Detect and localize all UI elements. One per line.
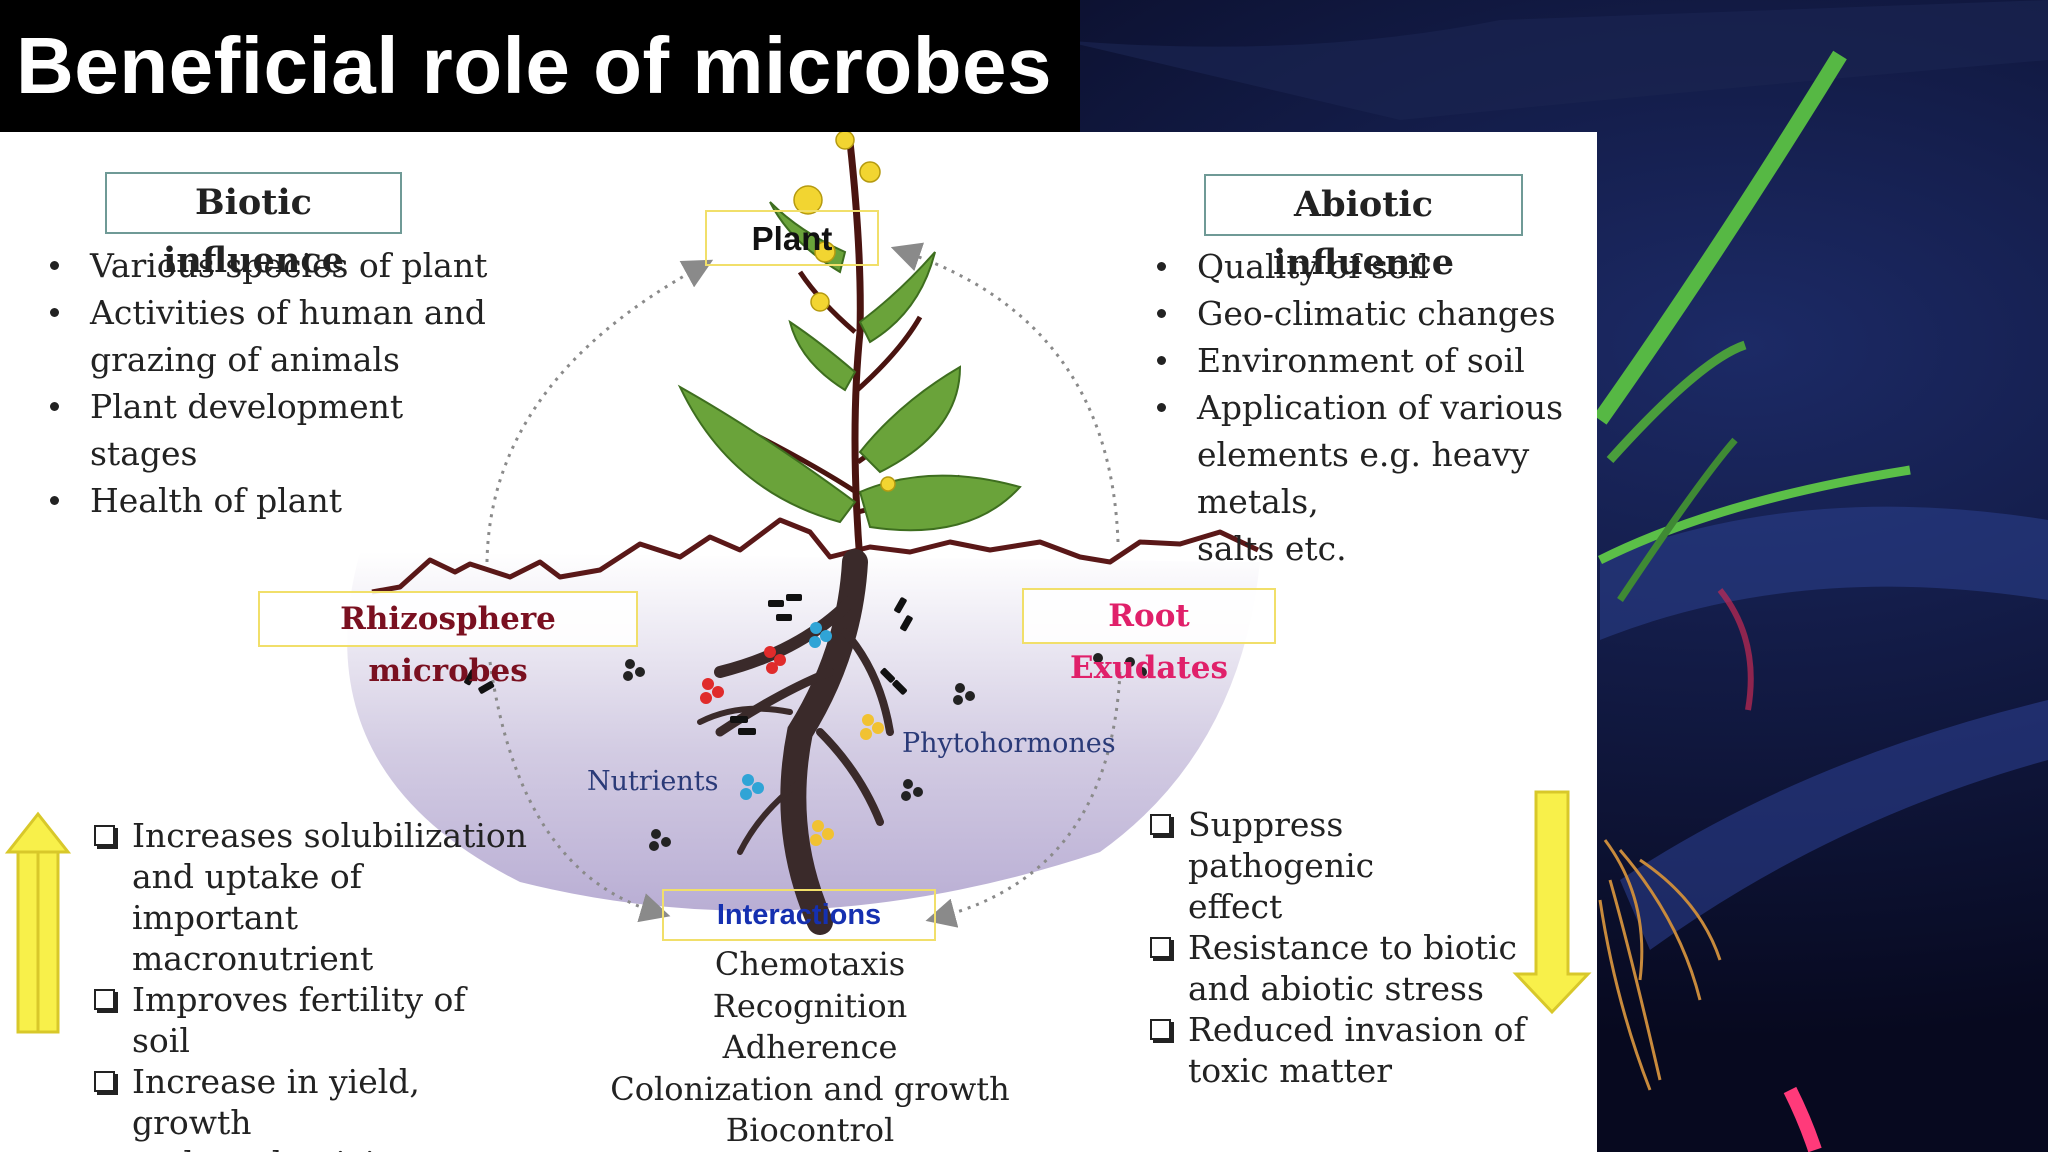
- list-item: Resistance to biotic: [1148, 927, 1528, 968]
- list-item: grazing of animals: [90, 340, 400, 379]
- list-item: salts etc.: [1197, 529, 1347, 568]
- phytohormones-label: Phytohormones: [902, 728, 1116, 759]
- decrease-effects-list: Suppress pathogenic effect Resistance to…: [1148, 804, 1528, 1091]
- arrow-exudates-to-interactions: [925, 671, 1122, 928]
- interactions-label: Interactions: [662, 889, 936, 941]
- list-item: Health of plant: [50, 477, 510, 524]
- list-item: effect: [1188, 887, 1283, 926]
- list-item: Recognition: [712, 986, 908, 1025]
- list-item: Increase in yield, growth: [92, 1061, 532, 1143]
- list-item: Increases solubilization: [92, 815, 532, 856]
- list-item: Plant development stages: [50, 383, 510, 477]
- increase-arrow: [4, 811, 72, 1034]
- list-item: and abiotic stress: [1188, 969, 1484, 1008]
- biotic-influence-heading: Biotic influence: [105, 172, 402, 281]
- list-item: Biocontrol: [725, 1111, 895, 1149]
- soil-line: [371, 517, 1260, 595]
- plant-flowers: [793, 132, 896, 492]
- list-item: Geo-climatic changes: [1157, 290, 1597, 337]
- nutrients-label: Nutrients: [587, 766, 719, 797]
- list-item: Suppress pathogenic: [1148, 804, 1528, 886]
- list-item: elements e.g. heavy metals,: [1197, 435, 1530, 521]
- list-item: Improves fertility of soil: [92, 979, 532, 1061]
- list-item: Activities of human and: [50, 289, 510, 336]
- microbe-clusters: [464, 594, 1147, 851]
- plant-label: Plant: [705, 210, 879, 266]
- list-item: and productivity: [92, 1143, 532, 1152]
- plant-roots: [697, 549, 894, 935]
- list-item: Quality of soil: [1157, 243, 1597, 290]
- biotic-influence-list: Various species of plant Activities of h…: [50, 242, 510, 524]
- slide-title: Beneficial role of microbes: [0, 0, 1080, 132]
- list-item: Chemotaxis: [714, 945, 906, 983]
- arrow-abiotic-to-plant: [890, 242, 1120, 543]
- interactions-list: Chemotaxis Recognition Adherence Coloniz…: [560, 944, 1060, 1152]
- rhizosphere-microbes-label: Rhizosphere microbes: [258, 591, 638, 689]
- list-item: Various species of plant: [50, 242, 510, 289]
- list-item: Application of various: [1157, 384, 1597, 431]
- list-item: and uptake of important: [132, 857, 362, 937]
- arrow-biotic-to-plant: [485, 259, 714, 563]
- plant-leaves: [677, 201, 1022, 532]
- list-item: toxic matter: [1188, 1051, 1393, 1090]
- root-exudates-label: Root Exudates: [1022, 588, 1276, 686]
- list-item: Colonization and growth: [610, 1069, 1010, 1108]
- list-item: Adherence: [722, 1028, 898, 1066]
- abiotic-influence-heading: Abiotic influence: [1204, 174, 1523, 283]
- list-item: macronutrient: [132, 939, 374, 978]
- abiotic-influence-list: Quality of soil Geo-climatic changes Env…: [1157, 243, 1597, 572]
- increase-effects-list: Increases solubilization and uptake of i…: [92, 815, 532, 1152]
- list-item: Reduced invasion of: [1148, 1009, 1528, 1050]
- diagram-panel: Biotic influence Abiotic influence Vario…: [0, 132, 1597, 1152]
- arrow-rhizosphere-to-interactions: [488, 661, 671, 923]
- list-item: Environment of soil: [1157, 337, 1597, 384]
- decrease-arrow: [1512, 790, 1592, 1015]
